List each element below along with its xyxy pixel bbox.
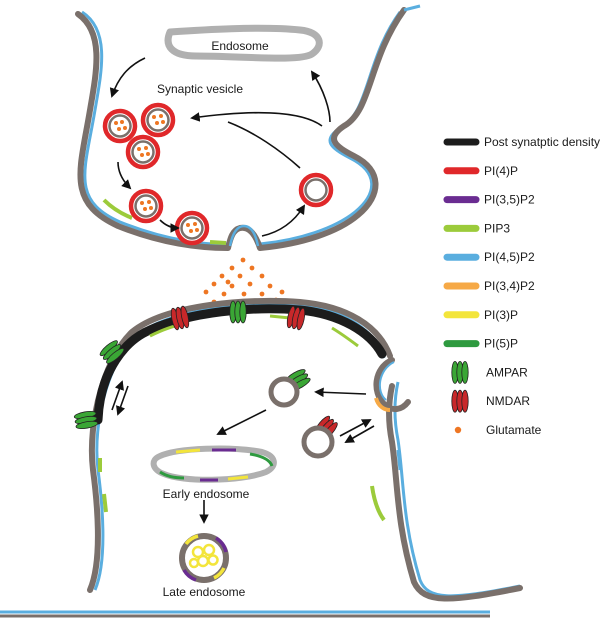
- pip3-patch: [370, 485, 386, 522]
- glutamate-dot: [279, 289, 285, 295]
- ampar-receptor: [229, 300, 247, 324]
- endosome-label: Endosome: [211, 39, 269, 53]
- synaptic-vesicle-docked: [174, 210, 210, 246]
- presynaptic-membrane: [75, 11, 231, 251]
- glutamate-cloud: [203, 257, 285, 305]
- glutamate-dot: [249, 265, 255, 271]
- pip3-patch: [102, 493, 108, 513]
- legend-swatch: [454, 426, 462, 434]
- glutamate-dot: [259, 273, 265, 279]
- legend-item: Post synatptic density: [443, 135, 600, 149]
- glutamate-dot: [229, 283, 235, 289]
- legend-swatch: [451, 360, 469, 384]
- pip3-patch: [209, 240, 227, 245]
- pi4p-patch: [396, 449, 402, 471]
- legend-item: PI(4,5)P2: [443, 250, 535, 264]
- recycling-vesicle-nmdar: [301, 425, 335, 459]
- legend-label: Post synatptic density: [484, 135, 600, 149]
- synaptic-vesicle-empty: [298, 172, 334, 208]
- glutamate-dot: [241, 291, 247, 297]
- nmdar-receptor: [286, 305, 306, 331]
- postsynaptic-membrane: [87, 297, 523, 602]
- glutamate-dot: [247, 281, 253, 287]
- late-endosome: Late endosome: [163, 533, 246, 599]
- synaptic-vesicles: [102, 102, 334, 246]
- legend-item: PI(3,5)P2: [443, 193, 535, 207]
- legend-label: PI(5)P: [484, 337, 518, 351]
- legend-label: Glutamate: [486, 423, 542, 437]
- legend-label: PIP3: [484, 221, 510, 235]
- nmdar-receptor: [170, 305, 190, 331]
- legend-item: PI(3,4)P2: [443, 279, 535, 293]
- presynaptic-membrane-right-pi45p2: [259, 11, 402, 246]
- synaptic-vesicle: [102, 108, 138, 144]
- presynaptic-arrows: [109, 57, 331, 237]
- ampar-receptor: [73, 410, 99, 430]
- synaptic-vesicle: [128, 188, 164, 224]
- presynaptic-endosome: Endosome: [164, 24, 323, 62]
- legend-item: PI(4)P: [443, 164, 518, 178]
- endocytic-pit: [373, 357, 411, 412]
- recycling-vesicle-ampar: [268, 376, 300, 408]
- glutamate-dot: [267, 283, 273, 289]
- presynaptic-terminal: [75, 4, 421, 251]
- glutamate-dot: [225, 279, 231, 285]
- synaptic-vesicle-label: Synaptic vesicle: [157, 82, 243, 96]
- legend-swatch: [451, 389, 469, 413]
- glutamate-dot: [229, 265, 235, 271]
- legend-label: AMPAR: [486, 365, 528, 379]
- glutamate-dot: [240, 257, 246, 263]
- glutamate-dot: [237, 273, 243, 279]
- legend-item: AMPAR: [451, 360, 528, 384]
- legend-label: NMDAR: [486, 394, 530, 408]
- synaptic-vesicle: [125, 134, 161, 170]
- glutamate-dot: [221, 291, 227, 297]
- legend-label: PI(3,4)P2: [484, 279, 535, 293]
- legend-item: Glutamate: [454, 423, 542, 437]
- synaptic-vesicle: [140, 102, 176, 138]
- endocytic-vesicles: [268, 376, 335, 459]
- pip3-patch: [102, 198, 133, 220]
- ampar-receptor: [99, 340, 125, 364]
- legend-item: PIP3: [443, 221, 510, 235]
- early-endosome: Early endosome: [150, 445, 277, 501]
- glutamate-dot: [203, 289, 209, 295]
- legend-label: PI(4)P: [484, 164, 518, 178]
- legend-item: NMDAR: [451, 389, 530, 413]
- postsynaptic-arrows: [111, 380, 375, 524]
- glutamate-dot: [211, 281, 217, 287]
- pip3-patch: [331, 326, 359, 348]
- legend-label: PI(4,5)P2: [484, 250, 535, 264]
- glutamate-dot: [219, 273, 225, 279]
- presynaptic-membrane-right: [257, 7, 407, 251]
- legend-label: PI(3)P: [484, 308, 518, 322]
- legend-item: PI(5)P: [443, 337, 518, 351]
- early-endosome-label: Early endosome: [163, 487, 250, 501]
- late-endosome-label: Late endosome: [163, 585, 246, 599]
- glutamate-dot: [259, 291, 265, 297]
- legend-label: PI(3,5)P2: [484, 193, 535, 207]
- legend-item: PI(3)P: [443, 308, 518, 322]
- pip3-patch: [269, 314, 291, 320]
